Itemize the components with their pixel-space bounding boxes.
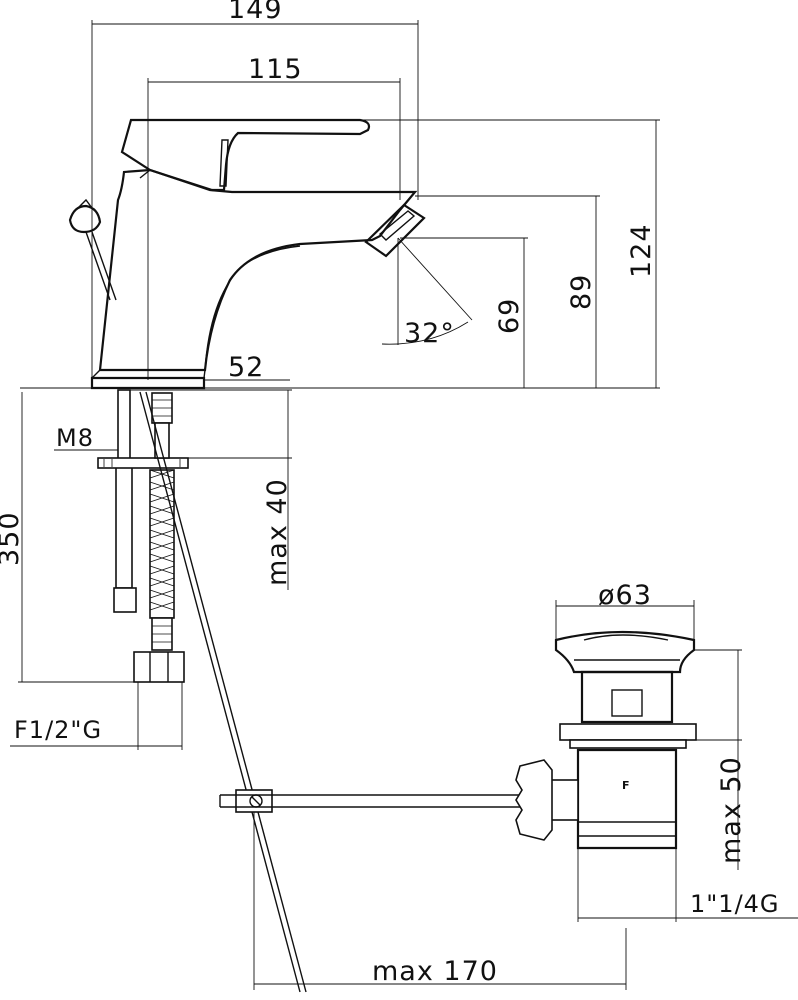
pop-up-waste: F — [515, 630, 697, 850]
dimension-labels: 149 115 124 89 69 32° 52 M8 max 40 350 F… — [0, 0, 780, 987]
under-deck — [97, 389, 189, 683]
dimension-lines — [10, 20, 798, 990]
dim-height-total: 124 — [626, 223, 657, 278]
dim-height-aerator: 69 — [494, 298, 525, 334]
dim-width-spout: 115 — [248, 54, 303, 85]
dim-angle: 32° — [404, 318, 455, 349]
dim-height-spout: 89 — [566, 274, 597, 310]
dim-thread-rod: M8 — [56, 424, 94, 452]
dim-waste-diameter: ø63 — [598, 580, 652, 611]
dim-base: 52 — [228, 352, 264, 383]
faucet-body — [68, 118, 426, 390]
dim-deck-max: max 40 — [262, 478, 293, 586]
dim-hose-length: 350 — [0, 511, 25, 566]
dim-width-total: 149 — [228, 0, 283, 25]
pop-up-rod — [139, 391, 530, 993]
dim-waste-max: max 50 — [716, 756, 747, 864]
waste-letter: F — [622, 779, 630, 792]
hose-braid — [149, 469, 175, 611]
dim-pull-rod-max: max 170 — [372, 956, 498, 987]
dim-hose-connection: F1/2"G — [14, 716, 102, 744]
dim-waste-thread: 1"1/4G — [690, 890, 780, 918]
